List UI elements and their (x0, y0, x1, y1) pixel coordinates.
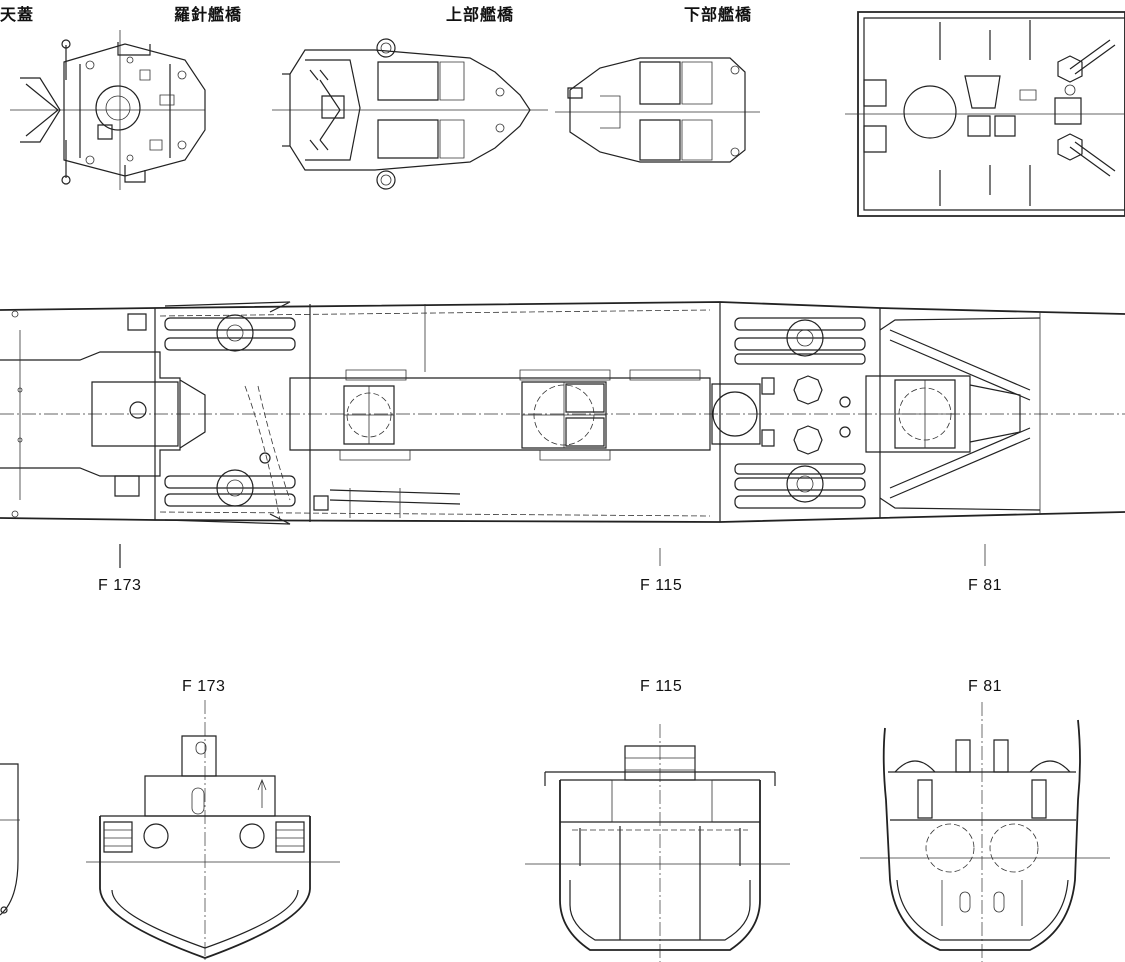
plan-compass-bridge (10, 30, 205, 190)
section-title-f115: F 115 (640, 678, 683, 695)
frame-marker-f81: F 81 (968, 577, 1003, 594)
section-partial-left (0, 764, 20, 915)
label-lower-bridge: 下部艦橋 (684, 5, 753, 24)
section-f115 (525, 724, 790, 962)
frame-marker-f115: F 115 (640, 577, 683, 594)
label-roof: 天蓋 (0, 5, 35, 24)
torpedo-mount-aft-starboard (735, 464, 865, 508)
plan-lower-bridge (555, 58, 760, 162)
frame-marker-f173: F 173 (98, 577, 142, 594)
plan-main-deck (0, 302, 1125, 524)
section-f81 (860, 702, 1110, 962)
funnel-base-2 (522, 382, 606, 448)
funnel-base-1 (344, 386, 394, 444)
plan-upper-bridge (272, 39, 548, 189)
label-compass-bridge: 羅針艦橋 (174, 5, 243, 24)
torpedo-mount-forward-port (165, 302, 295, 351)
plan-deck-upper-right (845, 12, 1125, 216)
label-upper-bridge: 上部艦橋 (446, 5, 515, 24)
torpedo-mount-forward-starboard (165, 470, 295, 524)
torpedo-mount-aft-port (735, 318, 865, 364)
section-title-f81: F 81 (968, 678, 1003, 695)
section-title-f173: F 173 (182, 678, 226, 695)
section-f173 (86, 700, 340, 960)
